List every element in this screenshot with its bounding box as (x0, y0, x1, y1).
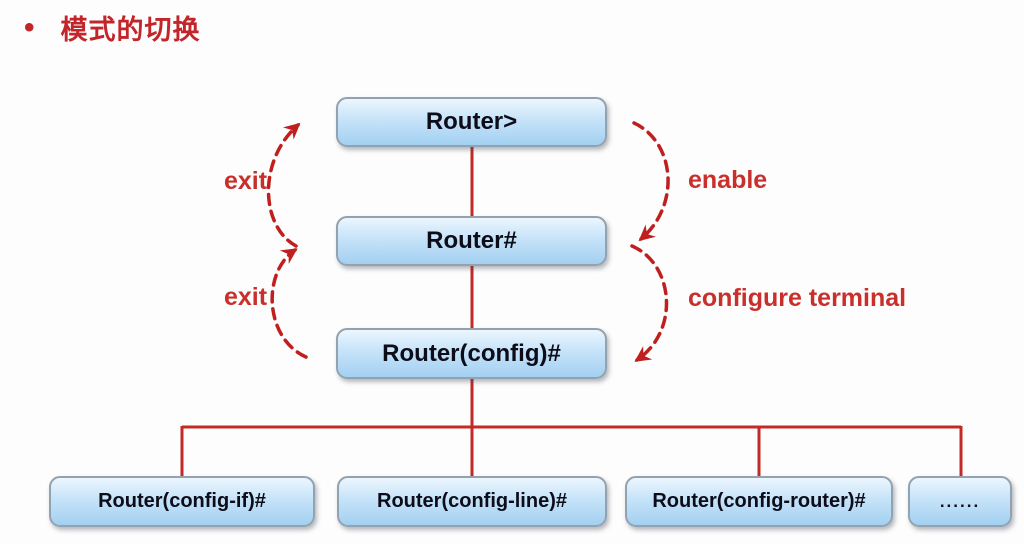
node-line-config-mode: Router(config-line)# (337, 476, 607, 527)
exit-arrow-upper (266, 122, 301, 248)
node-global-config-mode: Router(config)# (336, 328, 607, 379)
node-interface-config-mode: Router(config-if)# (49, 476, 315, 527)
exit-arrow-lower (270, 248, 308, 359)
slide-title-row: • 模式的切换 (24, 8, 201, 47)
configure-terminal-arrow (630, 244, 669, 362)
node-privileged-mode: Router# (336, 216, 607, 266)
label-configure-terminal: configure terminal (688, 284, 907, 312)
node-more-modes: ...... (908, 476, 1012, 527)
label-exit-lower: exit (224, 283, 268, 311)
enable-arrow (632, 121, 670, 242)
label-exit-upper: exit (224, 167, 268, 195)
node-user-exec-mode: Router> (336, 97, 607, 147)
node-router-config-mode: Router(config-router)# (625, 476, 893, 527)
bullet-icon: • (24, 10, 35, 44)
page-title: 模式的切换 (60, 15, 201, 45)
label-enable: enable (688, 166, 768, 194)
